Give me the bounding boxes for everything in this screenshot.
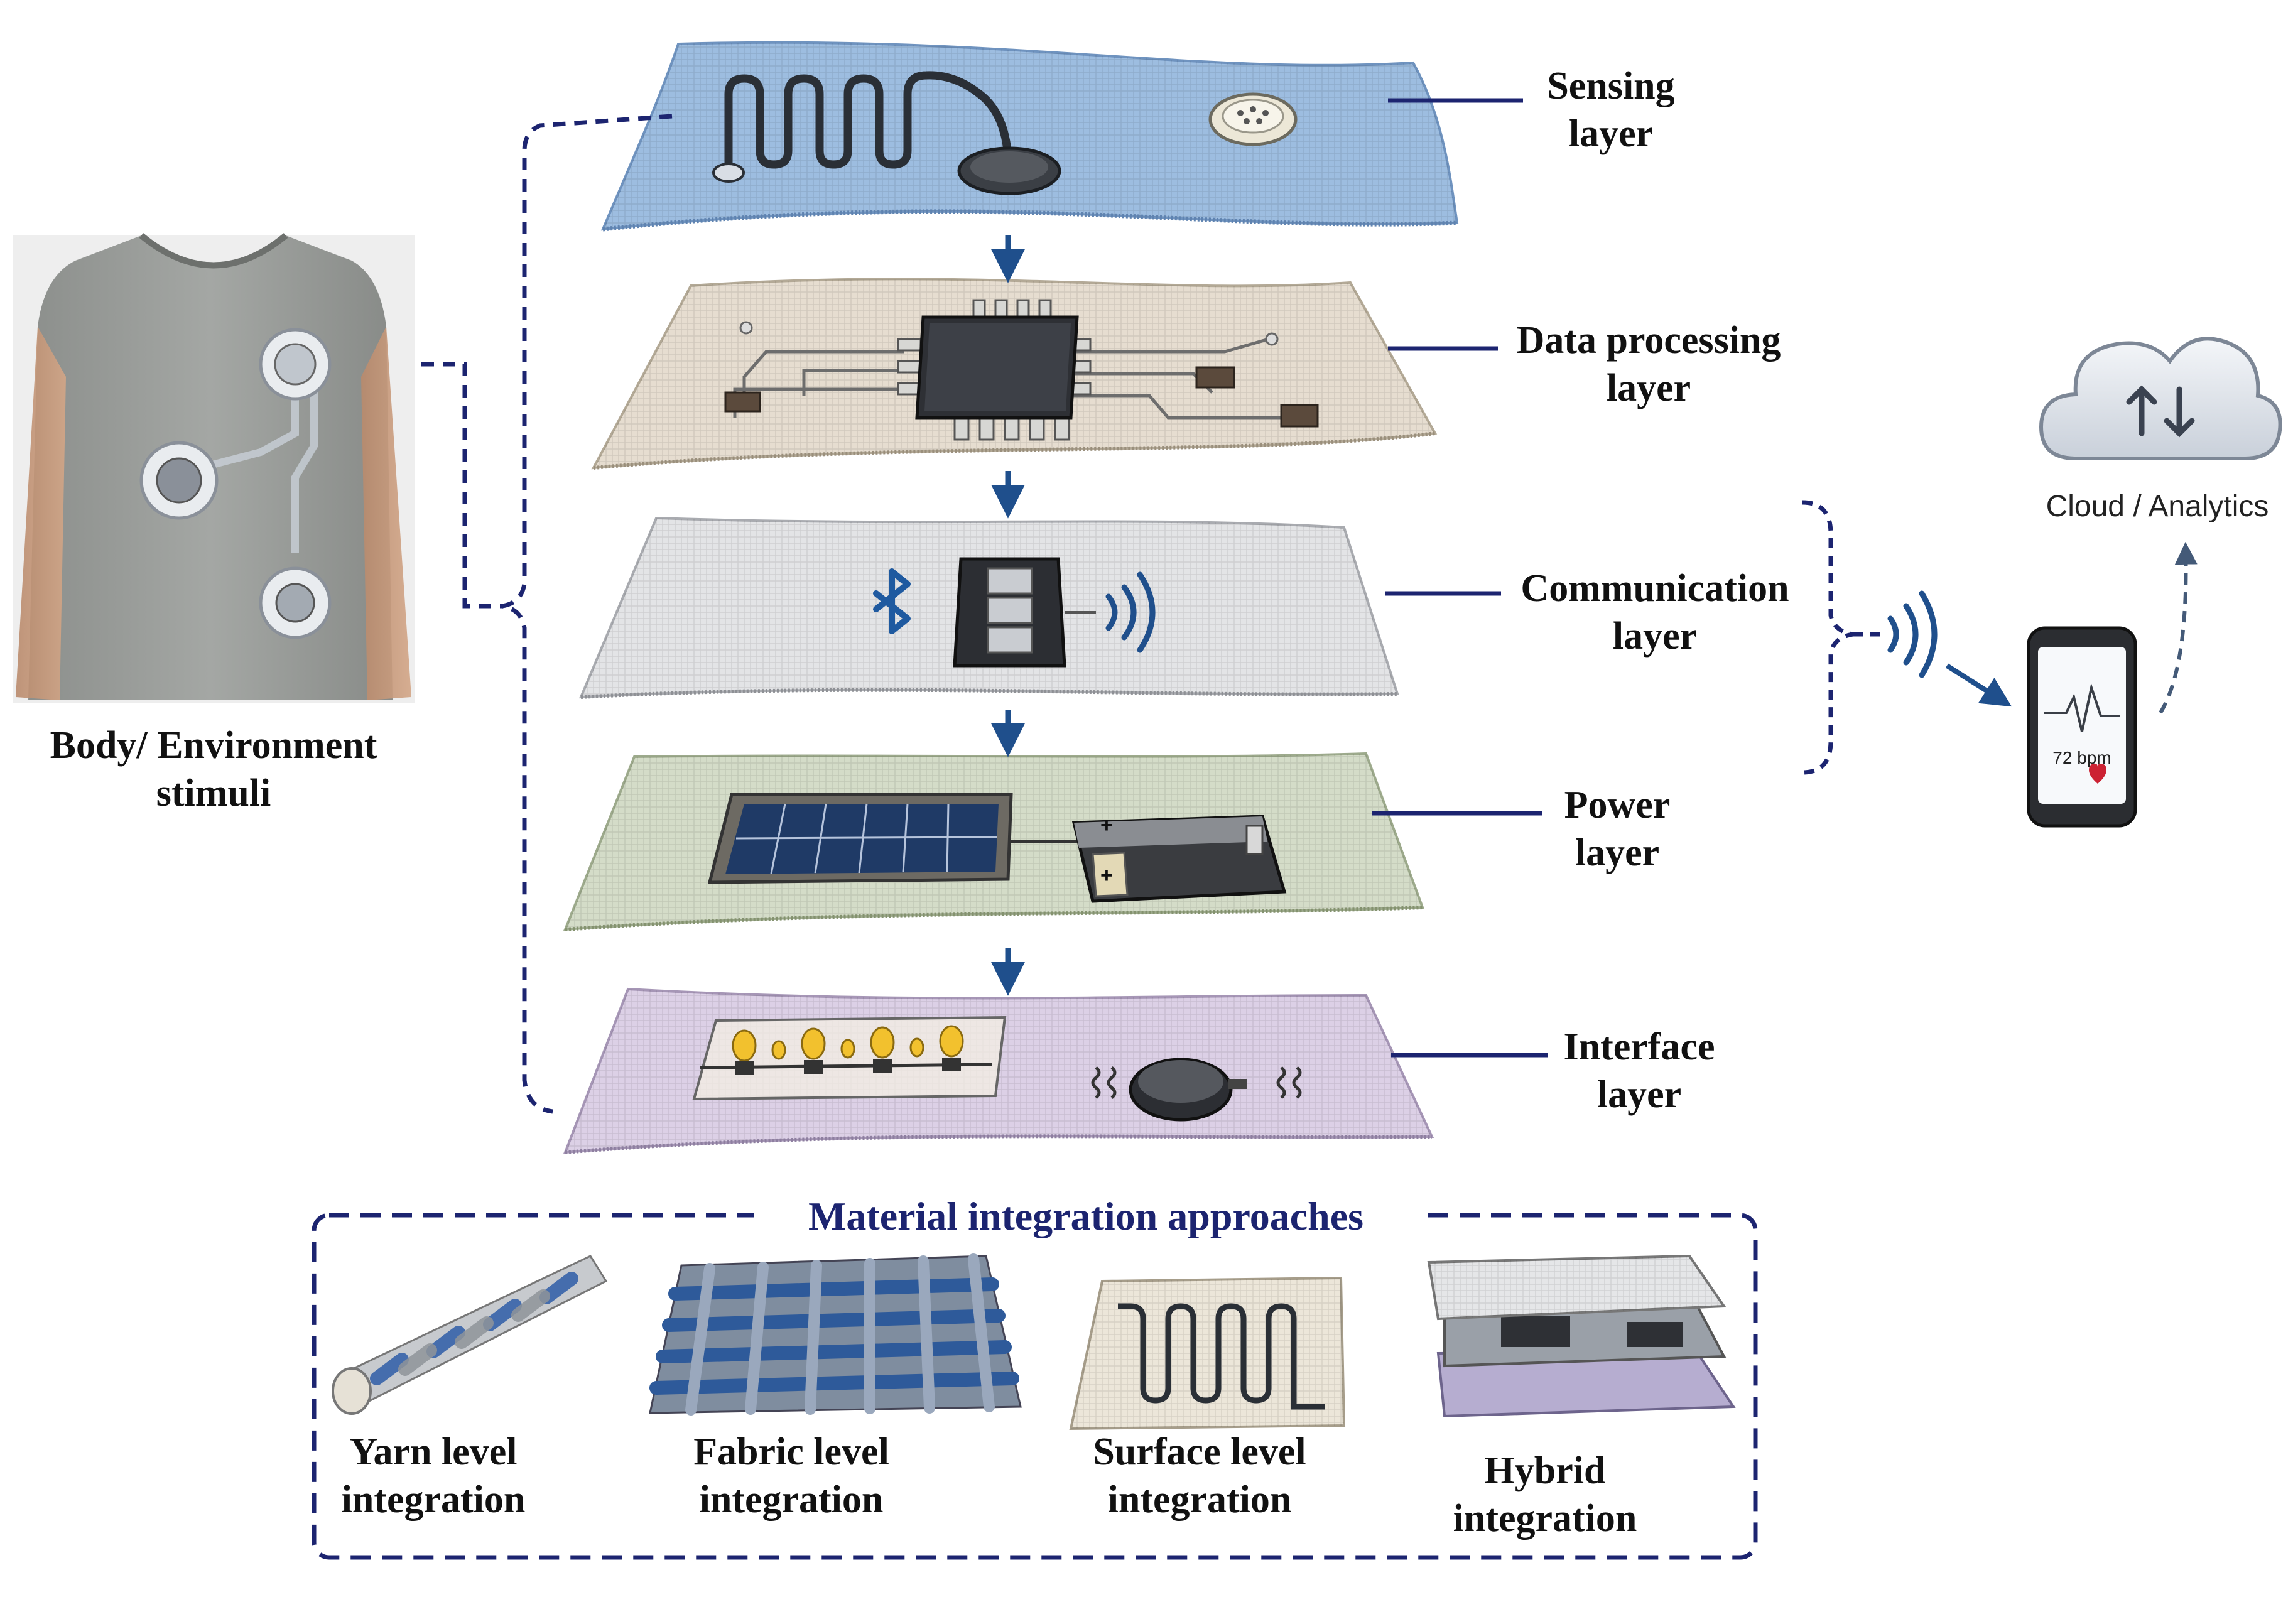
communication-module — [953, 557, 1096, 668]
to-phone-arrow — [1945, 663, 2012, 707]
fabric-illustration — [649, 1253, 1022, 1416]
yarn-illustration — [332, 1255, 608, 1415]
label-cloud-analytics: Cloud / Analytics — [2046, 490, 2269, 523]
heart-icon — [2089, 764, 2106, 784]
surface-illustration — [1069, 1276, 1346, 1431]
smartphone — [2027, 626, 2137, 828]
bluetooth-icon — [873, 568, 911, 634]
vibration-motor — [1091, 1058, 1302, 1122]
wireless-signal-icon — [1887, 590, 1938, 678]
communication-bracket — [1802, 500, 1884, 775]
svg-text:+: + — [1100, 813, 1113, 837]
phone-to-cloud-arrow — [2159, 541, 2198, 714]
electrode-pad — [957, 146, 1061, 195]
microphone-sensor — [1208, 92, 1298, 146]
cloud-icon — [2039, 337, 2282, 460]
strain-sensor-trace — [712, 71, 1012, 183]
solar-panel — [707, 793, 1013, 884]
integration-box-title: Material integration approaches — [754, 1193, 1418, 1240]
shirt-sensor-patch — [139, 441, 219, 520]
phone-bpm-reading: 72 bpm — [2052, 748, 2111, 767]
label-leader-lines — [1372, 98, 1548, 1058]
led-strip — [692, 1015, 1007, 1101]
microcontroller-chip — [897, 299, 1092, 441]
shirt-sensor-patch — [259, 328, 332, 401]
wireless-signal-icon — [1105, 571, 1156, 653]
smart-tshirt — [13, 233, 415, 703]
battery: + + — [1071, 813, 1287, 903]
smd-components — [724, 321, 1319, 428]
hybrid-illustration — [1427, 1254, 1736, 1418]
svg-text:+: + — [1100, 863, 1113, 887]
shirt-sensor-patch — [259, 566, 332, 639]
